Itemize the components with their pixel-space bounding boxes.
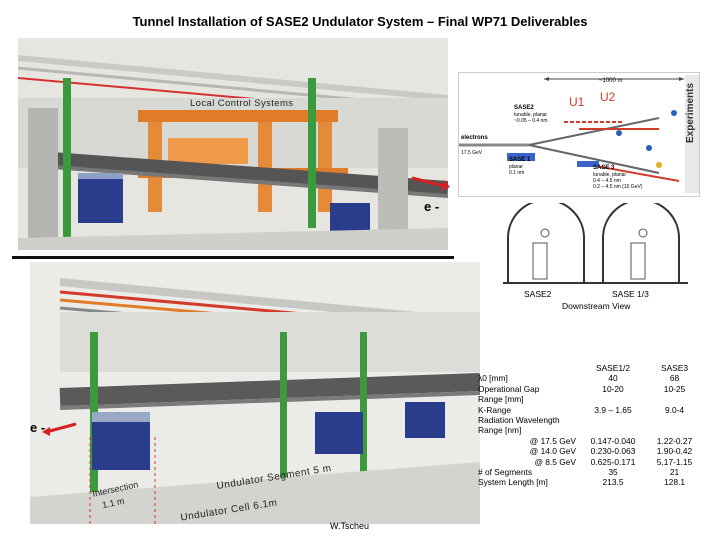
table-cell: Range [nm] xyxy=(478,425,522,436)
undulator-spec-table: SASE1/2 SASE3 λ0 [mm] 40 68 Operational Ga… xyxy=(478,363,703,488)
table-row: @ 17.5 GeV 0.147-0.040 1.22-0.27 xyxy=(478,436,703,446)
u1-label: U1 xyxy=(569,95,585,109)
table-row: λ0 [mm] 40 68 xyxy=(478,373,703,383)
table-row: @ 8.5 GeV 0.625-0.171 5.17-1.15 xyxy=(478,457,703,467)
author-label: W.Tscheu xyxy=(330,521,370,531)
local-control-systems-label: Local Control Systems xyxy=(190,98,294,109)
electrons-label: electrons xyxy=(461,135,488,141)
electron-label-bottom: e - xyxy=(30,420,46,435)
sase3-sub2: 0.4 – 4.5 nm xyxy=(593,178,621,184)
table-cell: @ 17.5 GeV xyxy=(529,435,576,446)
beamline-schematic-drawing xyxy=(459,75,699,193)
table-row: Range [mm] xyxy=(478,394,703,404)
sase3-sub3: 0.2 – 4.5 nm (10 GeV) xyxy=(593,184,643,190)
table-row: Range [nm] xyxy=(478,425,703,435)
table-cell: 5.17-1.15 xyxy=(656,456,693,467)
table-cell: 0.625-0.171 xyxy=(590,456,636,467)
sase1-label: SASE 1 xyxy=(509,157,531,163)
table-cell: 3.9 – 1.65 xyxy=(594,404,632,415)
u2-label: U2 xyxy=(600,90,616,104)
table-row: @ 14.0 GeV 0.230-0.063 1.90-0.42 xyxy=(478,446,703,456)
undulator-cell-drawing xyxy=(30,262,480,524)
sase2-sub2: ~0.05 – 0.4 nm xyxy=(514,118,548,124)
page-title: Tunnel Installation of SASE2 Undulator S… xyxy=(132,14,588,29)
experiments-label: Experiments xyxy=(685,83,696,143)
sase1-sub2: 0.1 nm xyxy=(509,170,525,176)
table-cell: 68 xyxy=(669,373,680,384)
table-cell xyxy=(580,394,646,404)
table-cell: # of Segments xyxy=(478,467,533,478)
electron-arrow-bottom xyxy=(42,422,77,436)
table-cell: 35 xyxy=(608,467,618,478)
table-cell: 10-20 xyxy=(602,383,624,394)
table-cell: @ 8.5 GeV xyxy=(534,456,576,467)
table-cell xyxy=(580,425,646,435)
divider-line xyxy=(12,256,454,259)
undulator-installation-drawing xyxy=(18,38,448,250)
top-installation-image: Local Control Systems xyxy=(18,38,448,250)
sase1-sub1: planar xyxy=(509,164,523,170)
sase2-sub1: tunable, planar xyxy=(514,112,548,118)
table-cell: Radiation Wavelength xyxy=(478,415,560,426)
table-cell: Range [mm] xyxy=(478,394,524,405)
table-cell: Operational Gap xyxy=(478,383,540,394)
table-cell xyxy=(646,425,703,435)
table-cell: 213.5 xyxy=(602,477,624,488)
electron-label-top: e - xyxy=(424,199,440,214)
table-cell: 10-25 xyxy=(663,383,686,394)
table-header-cell: SASE1/2 xyxy=(596,363,630,373)
electron-arrow-top xyxy=(411,176,450,191)
table-cell: 0.147-0.040 xyxy=(590,435,636,446)
table-cell: K-Range xyxy=(478,404,512,415)
table-row: System Length [m] 213.5 128.1 xyxy=(478,477,703,487)
table-cell: System Length [m] xyxy=(478,477,548,488)
sase3-sub1: tunable, planar xyxy=(593,172,627,178)
table-cell: λ0 [mm] xyxy=(478,373,508,384)
table-cell: @ 14.0 GeV xyxy=(529,446,576,457)
table-cell: 128.1 xyxy=(664,477,685,488)
table-cell: 40 xyxy=(608,373,618,384)
tunnel-label-sase13: SASE 1/3 xyxy=(612,289,649,299)
tunnel-label-view: Downstream View xyxy=(562,301,631,311)
table-row: K-Range 3.9 – 1.65 9.0-4 xyxy=(478,405,703,415)
table-cell: 1.22-0.27 xyxy=(656,435,693,446)
table-cell xyxy=(580,415,646,425)
table-row: Radiation Wavelength xyxy=(478,415,703,425)
table-header-cell xyxy=(478,363,580,373)
table-cell xyxy=(646,394,703,404)
beamline-schematic: ~1000 m U1 U2 Experiments SASE2 tunable,… xyxy=(458,72,700,197)
table-cell: 1.90-0.42 xyxy=(656,446,693,457)
table-cell xyxy=(646,415,703,425)
electrons-energy: 17.5 GeV xyxy=(461,150,483,156)
table-cell: 9.0-4 xyxy=(664,404,685,415)
table-row: Operational Gap 10-20 10-25 xyxy=(478,384,703,394)
tunnel-cross-sections xyxy=(503,203,688,284)
table-cell: 0.230-0.063 xyxy=(590,446,636,457)
tunnel-label-sase2: SASE2 xyxy=(524,289,552,299)
distance-label: ~1000 m xyxy=(599,78,623,84)
table-header-row: SASE1/2 SASE3 xyxy=(478,363,703,373)
sase2-label: SASE2 xyxy=(514,105,534,111)
table-row: # of Segments 35 21 xyxy=(478,467,703,477)
bottom-installation-image: Intersection 1.1 m Undulator Segment 5 m… xyxy=(30,262,480,524)
sase3-label: SASE 3 xyxy=(593,165,615,171)
table-cell: 21 xyxy=(669,467,680,478)
table-header-cell: SASE3 xyxy=(660,363,688,373)
